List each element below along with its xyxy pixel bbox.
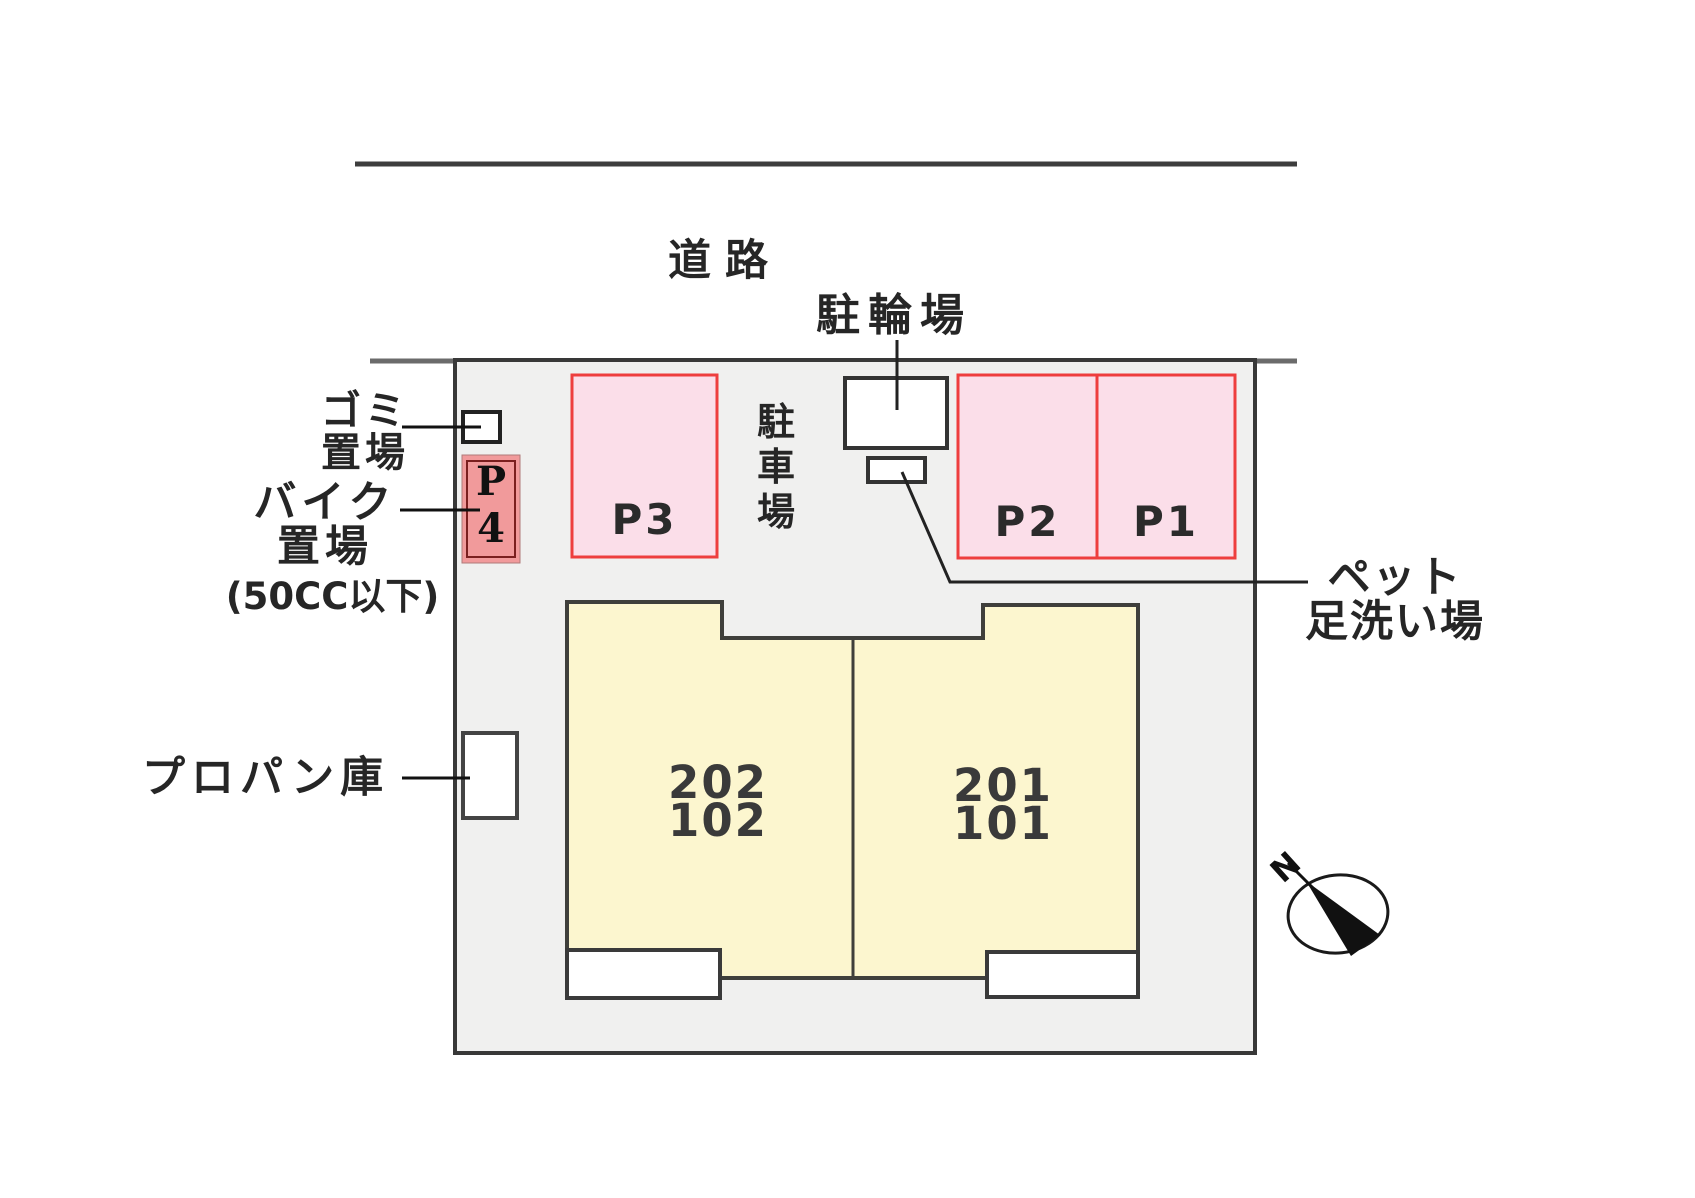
parking-area-char-3: 場 <box>756 490 795 534</box>
parking-space-p3 <box>570 373 719 559</box>
bike-area-note: (50CC以下) <box>225 575 440 618</box>
bicycle-parking-label: 駐輪場 <box>816 290 972 341</box>
garbage-label-line2: 置場 <box>321 430 409 476</box>
compass-needle <box>1306 881 1380 956</box>
compass-north-label: N <box>1263 844 1308 890</box>
space-p4-line1: P <box>475 458 507 505</box>
unit-right-line1: 201 <box>953 759 1053 812</box>
space-p1-label: P1 <box>1132 497 1199 546</box>
parking-area-char-2: 車 <box>756 445 795 489</box>
pet-wash-label: ペット足洗い場 <box>1295 556 1495 644</box>
garbage-label-line1: ゴミ <box>321 388 409 434</box>
space-p2-label: P2 <box>994 497 1061 546</box>
propane-box <box>461 731 519 820</box>
bicycle-parking-box <box>843 376 949 450</box>
propane-label: プロパン庫 <box>142 753 390 803</box>
parking-area-char-1: 駐 <box>756 400 795 444</box>
pet-wash-leader-line <box>900 471 1308 584</box>
pet-wash-line1: ペット <box>1327 553 1463 603</box>
bike-area-line1: バイク <box>253 478 397 528</box>
pet-wash-line2: 足洗い場 <box>1305 597 1485 647</box>
unit-left-line2: 102 <box>668 794 768 847</box>
unit-left-line1: 202 <box>668 756 768 809</box>
space-p3-label: P3 <box>611 495 678 544</box>
unit-right-line2: 101 <box>953 797 1053 850</box>
bike-area-label: バイク置場 <box>240 481 410 569</box>
compass: N <box>1263 844 1390 956</box>
compass-circle <box>1286 873 1390 955</box>
parking-area-label: 駐車場 <box>752 400 800 535</box>
garbage-label: ゴミ置場 <box>300 390 430 474</box>
road-label: 道路 <box>668 236 782 286</box>
entrance-left <box>565 948 722 1000</box>
space-p4-line2: 4 <box>477 505 505 552</box>
entrance-right <box>985 950 1140 999</box>
bike-area-line2: 置場 <box>277 522 373 572</box>
pet-wash-box <box>866 456 927 484</box>
